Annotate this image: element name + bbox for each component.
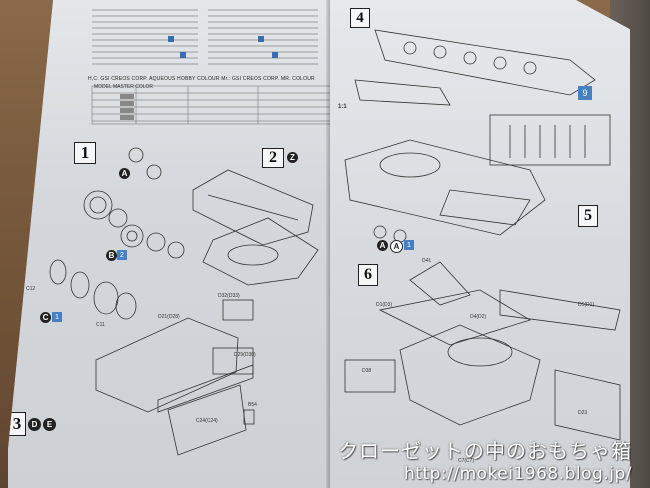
part-d29: D29(D30)	[234, 352, 256, 358]
step-2-box: 2	[262, 148, 284, 168]
blog-watermark: クローゼットの中のおもちゃ箱 http://mokei1968.blog.jp/	[338, 435, 632, 484]
part-d1: D1(D3)	[376, 302, 393, 308]
right-sheet-drawings	[344, 29, 621, 441]
instruction-sheet-left: H,C: GSI CREOS CORP. AQUEOUS HOBBY COLOU…	[8, 0, 330, 488]
blue-marker-step4: 9	[578, 86, 592, 100]
instruction-sheet-right: 4 5 6 1:1 A A 1 9 D1(D3) D4(D2) D41 D23 …	[330, 0, 630, 488]
hull-drawing	[192, 169, 319, 286]
paint-header-2: MODEL MASTER COLOR	[94, 84, 153, 90]
plate-drawing	[95, 299, 255, 456]
blue-marker-b: 2	[117, 250, 127, 260]
paint-chart	[91, 85, 330, 125]
step-1-box: 1	[74, 142, 96, 164]
part-c7: C7(C7)	[458, 458, 475, 464]
left-sheet-drawings	[49, 9, 330, 456]
part-c12: C12	[26, 286, 36, 292]
part-d23: D23	[578, 410, 588, 416]
paint-header: H,C: GSI CREOS CORP. AQUEOUS HOBBY COLOU…	[88, 76, 315, 82]
callout-b: B	[106, 250, 117, 261]
part-d4: D4(D2)	[470, 314, 487, 320]
text-block-lines	[92, 9, 318, 65]
step-3-badge-d: D	[28, 418, 41, 431]
step-2-badge: Z	[287, 152, 298, 163]
callout-a-right: A	[377, 240, 388, 251]
part-c11: C11	[96, 322, 105, 328]
part-b54: B54	[248, 402, 257, 408]
callout-a: A	[119, 168, 130, 179]
callout-c: C	[40, 312, 51, 323]
part-d38: D38	[362, 368, 372, 374]
step-5-box: 5	[578, 205, 598, 227]
suspension-drawing	[354, 29, 596, 106]
scale-label: 1:1	[338, 104, 347, 110]
part-d32: D32(D33)	[218, 293, 240, 299]
watermark-title: クローゼットの中のおもちゃ箱	[338, 439, 632, 463]
detail-box-drawing	[489, 114, 611, 166]
step-3-badge-e: E	[43, 418, 56, 431]
wheel-parts-drawing	[49, 147, 185, 320]
part-c24: C24(C24)	[196, 418, 218, 424]
hull-assembly-drawing	[344, 139, 546, 243]
final-assembly-drawing	[344, 261, 621, 441]
part-d41: D41	[422, 258, 432, 264]
watermark-url: http://mokei1968.blog.jp/	[404, 464, 632, 484]
blue-marker-c: 1	[52, 312, 62, 322]
blue-marker-right: 1	[404, 240, 414, 250]
step-6-box: 6	[358, 264, 378, 286]
step-4-box: 4	[350, 8, 370, 28]
part-d21: D21(D28)	[158, 314, 180, 320]
callout-a-paren: A	[390, 240, 403, 253]
part-d5: D5(D1)	[578, 302, 595, 308]
